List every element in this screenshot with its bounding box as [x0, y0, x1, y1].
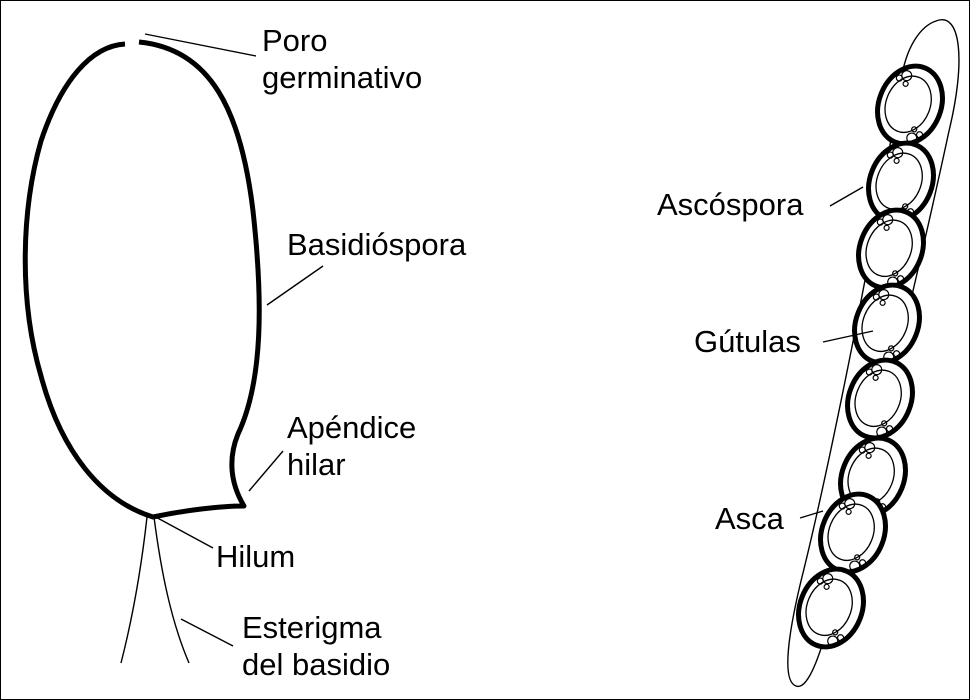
label-gutulas: Gútulas — [694, 324, 801, 359]
leader-hilum — [152, 515, 213, 548]
ascospore — [787, 559, 874, 656]
leader-esterigma — [181, 619, 233, 646]
label-poro-line2: germinativo — [262, 60, 422, 95]
label-ascospora: Ascóspora — [657, 187, 804, 222]
ascospore-wall — [836, 350, 923, 447]
ascospore-wall — [866, 56, 953, 153]
leader-asca — [800, 511, 823, 518]
leader-apendice — [249, 451, 283, 491]
ascospore — [866, 56, 953, 153]
label-apendice-line1: Apéndice — [287, 410, 416, 445]
label-basidiospora: Basidióspora — [287, 227, 467, 262]
leader-ascospora — [830, 187, 863, 206]
label-apendice-line2: hilar — [287, 447, 346, 482]
label-poro-line1: Poro — [262, 23, 327, 58]
label-asca: Asca — [715, 501, 785, 536]
label-esterigma-line2: del basidio — [242, 647, 390, 682]
ascospore-wall — [787, 559, 874, 656]
label-hilum: Hilum — [216, 539, 295, 574]
leader-basidiospora — [267, 266, 323, 305]
ascus-figure — [787, 20, 959, 687]
ascospores-group — [787, 56, 953, 656]
sterigma-left-line — [121, 517, 147, 663]
ascospore — [836, 350, 923, 447]
basidiospore-wall — [25, 42, 259, 517]
label-esterigma-line1: Esterigma — [242, 610, 382, 645]
sterigma-right-line — [154, 517, 189, 663]
